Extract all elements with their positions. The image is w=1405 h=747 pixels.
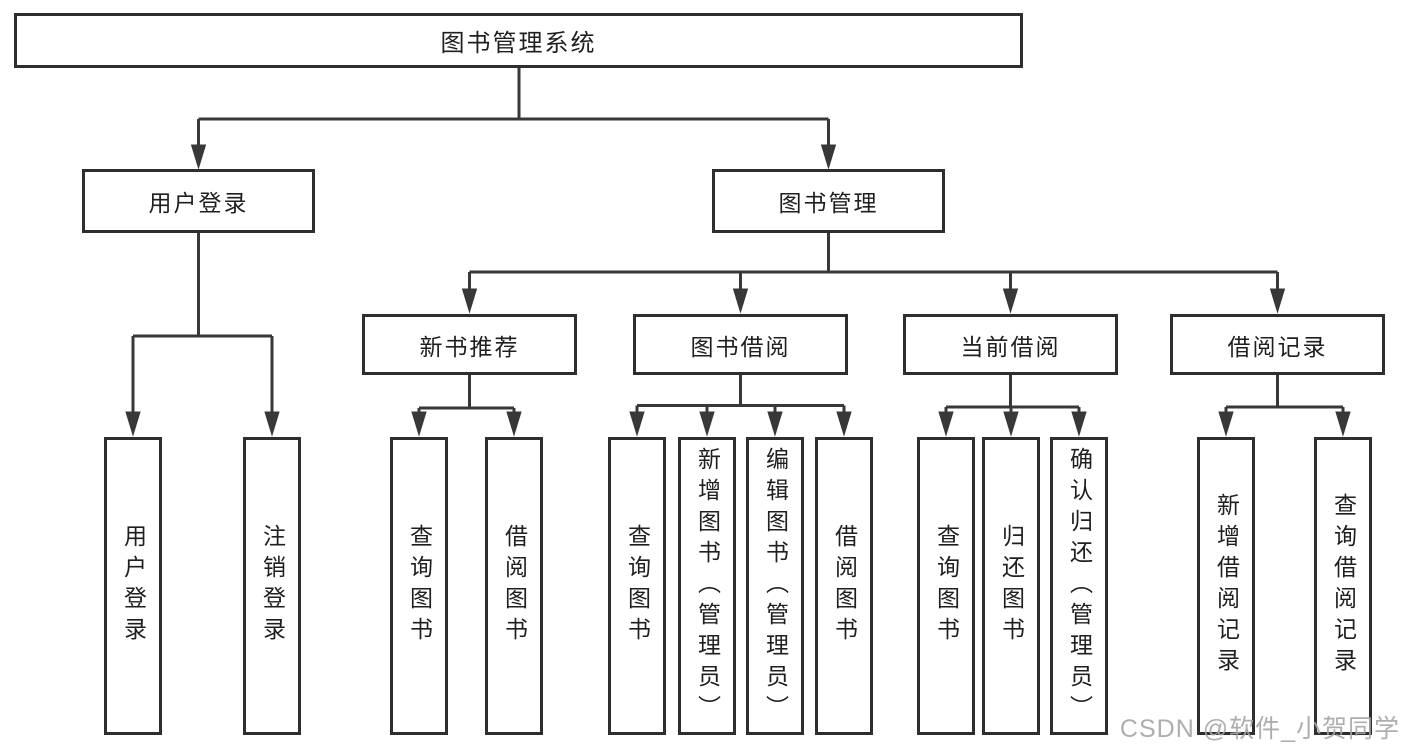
connector-root-to-level2	[190, 68, 837, 170]
arrowhead	[629, 411, 645, 437]
connector-new-book-to-leaves	[411, 375, 522, 437]
arrowhead	[699, 411, 715, 437]
arrowhead	[1269, 288, 1286, 314]
leaf-confirm-return-admin-label: 确认归还（管理员）	[1066, 446, 1093, 726]
connector-borrowing-to-leaves	[629, 375, 852, 437]
leaf-add-book-admin: 新增图书（管理员）	[678, 437, 736, 735]
connector-current-to-leaves	[938, 375, 1087, 437]
leaf-edit-book-admin: 编辑图书（管理员）	[746, 437, 804, 735]
arrowhead	[506, 411, 522, 437]
node-user-login-label: 用户登录	[148, 190, 249, 216]
leaf-query-books-borrow: 查询图书	[608, 437, 666, 735]
arrowhead	[264, 411, 280, 437]
leaf-add-borrow-record-label: 新增借阅记录	[1213, 493, 1240, 679]
node-current-borrowing: 当前借阅	[903, 314, 1118, 375]
arrowhead	[125, 411, 141, 437]
node-current-borrowing-label: 当前借阅	[960, 333, 1061, 360]
arrowhead	[732, 288, 749, 314]
leaf-borrow-books-recommend: 借阅图书	[485, 437, 543, 735]
leaf-query-borrow-record-label: 查询借阅记录	[1330, 493, 1357, 679]
leaf-borrow-books: 借阅图书	[815, 437, 873, 735]
node-borrowing-records-label: 借阅记录	[1227, 333, 1328, 360]
leaf-add-borrow-record: 新增借阅记录	[1197, 437, 1255, 735]
node-book-management-label: 图书管理	[778, 190, 879, 216]
node-new-book-recommend: 新书推荐	[362, 314, 577, 375]
leaf-logout: 注销登录	[243, 437, 301, 735]
node-borrowing-records: 借阅记录	[1170, 314, 1385, 375]
leaf-query-books-current: 查询图书	[917, 437, 975, 735]
arrowhead	[461, 288, 478, 314]
node-book-borrowing-label: 图书借阅	[690, 333, 791, 360]
leaf-query-books-recommend-label: 查询图书	[406, 524, 433, 648]
node-book-management: 图书管理	[712, 169, 945, 233]
leaf-query-books-borrow-label: 查询图书	[624, 524, 651, 648]
leaf-query-books-recommend: 查询图书	[390, 437, 448, 735]
arrowhead	[1335, 411, 1351, 437]
leaf-user-login: 用户登录	[104, 437, 162, 735]
leaf-edit-book-admin-label: 编辑图书（管理员）	[762, 446, 789, 726]
leaf-query-books-current-label: 查询图书	[933, 524, 960, 648]
csdn-watermark: CSDN @软件_小贺同学	[1119, 715, 1400, 743]
leaf-return-book-label: 归还图书	[998, 524, 1025, 648]
leaf-logout-label: 注销登录	[259, 524, 286, 648]
arrowhead	[411, 411, 427, 437]
arrowhead	[767, 411, 783, 437]
connector-book-mgmt-to-level3	[461, 233, 1286, 314]
arrowhead	[1218, 411, 1234, 437]
arrowhead	[1003, 411, 1019, 437]
arrowhead	[938, 411, 954, 437]
arrowhead	[836, 411, 852, 437]
node-user-login: 用户登录	[82, 169, 315, 233]
node-book-borrowing: 图书借阅	[633, 314, 848, 375]
arrowhead	[820, 144, 837, 170]
arrowhead	[190, 144, 207, 170]
connector-user-login-to-leaves	[125, 233, 280, 437]
leaf-confirm-return-admin: 确认归还（管理员）	[1050, 437, 1108, 735]
leaf-add-book-admin-label: 新增图书（管理员）	[694, 446, 721, 726]
leaf-borrow-books-label: 借阅图书	[831, 524, 858, 648]
arrowhead	[1071, 411, 1087, 437]
leaf-borrow-books-recommend-label: 借阅图书	[501, 524, 528, 648]
leaf-query-borrow-record: 查询借阅记录	[1314, 437, 1372, 735]
node-new-book-recommend-label: 新书推荐	[419, 333, 520, 360]
node-library-system: 图书管理系统	[14, 13, 1023, 68]
node-library-system-label: 图书管理系统	[440, 30, 597, 57]
leaf-return-book: 归还图书	[982, 437, 1040, 735]
leaf-user-login-label: 用户登录	[120, 524, 147, 648]
arrowhead	[1002, 288, 1019, 314]
connector-records-to-leaves	[1218, 375, 1351, 437]
